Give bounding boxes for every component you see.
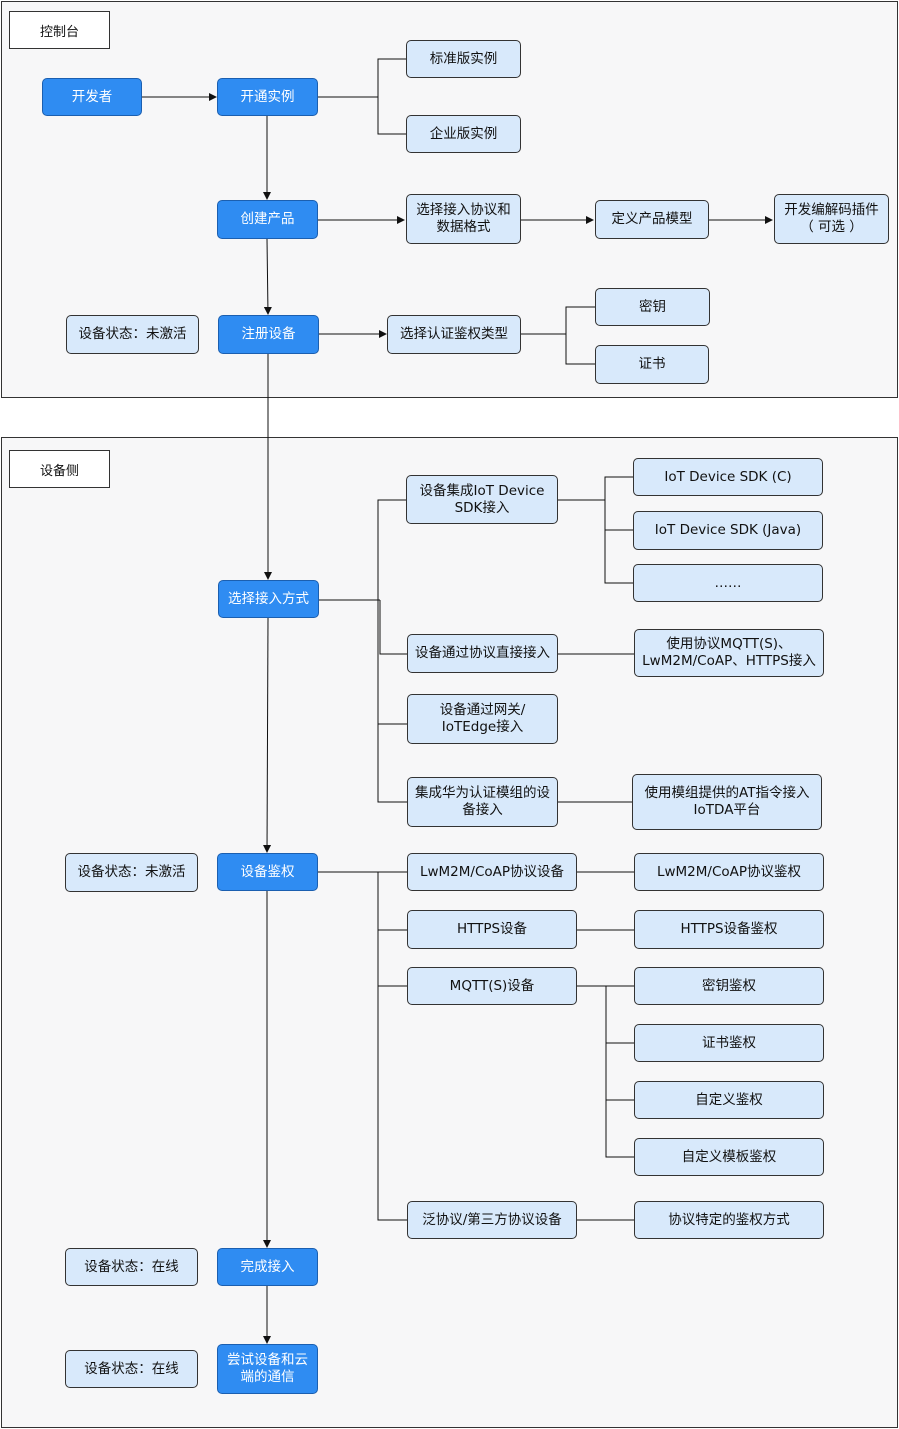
select-protocol-node: 选择接入协议和 数据格式	[406, 194, 521, 244]
create-product-node: 创建产品	[217, 200, 318, 239]
status-online-2: 设备状态：在线	[65, 1350, 198, 1388]
register-device-node: 注册设备	[218, 315, 319, 354]
sdk-java-node: IoT Device SDK (Java)	[633, 511, 823, 550]
sdk-more-node: ……	[633, 564, 823, 602]
module-at-node: 使用模组提供的AT指令接入 IoTDA平台	[632, 774, 822, 830]
sdk-c-node: IoT Device SDK (C)	[633, 458, 823, 496]
mqtt-device-node: MQTT(S)设备	[407, 967, 577, 1005]
template-auth-node: 自定义模板鉴权	[634, 1138, 824, 1176]
standard-instance-node: 标准版实例	[406, 40, 521, 78]
key-auth-node: 密钥鉴权	[634, 967, 824, 1005]
developer-node: 开发者	[42, 78, 142, 116]
cert-auth-node: 证书鉴权	[634, 1024, 824, 1062]
define-model-node: 定义产品模型	[595, 200, 709, 239]
lwm2m-auth-node: LwM2M/CoAP协议鉴权	[634, 853, 824, 891]
select-auth-type-node: 选择认证鉴权类型	[387, 315, 521, 354]
generic-device-node: 泛协议/第三方协议设备	[407, 1201, 577, 1239]
console-section-label: 控制台	[9, 11, 110, 49]
device-auth-node: 设备鉴权	[217, 853, 318, 891]
status-online-1: 设备状态：在线	[65, 1248, 198, 1286]
develop-codec-node: 开发编解码插件 （ 可选 ）	[774, 194, 889, 244]
https-device-node: HTTPS设备	[407, 910, 577, 949]
status-inactive-2: 设备状态：未激活	[65, 853, 198, 892]
open-instance-node: 开通实例	[217, 78, 318, 116]
status-inactive-1: 设备状态：未激活	[66, 315, 199, 354]
lwm2m-device-node: LwM2M/CoAP协议设备	[407, 853, 577, 891]
direct-access-node: 设备通过协议直接接入	[407, 634, 558, 673]
select-access-node: 选择接入方式	[218, 580, 319, 618]
sdk-access-node: 设备集成IoT Device SDK接入	[406, 475, 558, 524]
https-auth-node: HTTPS设备鉴权	[634, 910, 824, 949]
complete-access-node: 完成接入	[217, 1248, 318, 1286]
module-access-node: 集成华为认证模组的设 备接入	[407, 777, 558, 827]
device-section-label: 设备侧	[9, 450, 110, 488]
secret-key-node: 密钥	[595, 288, 710, 326]
certificate-node: 证书	[595, 345, 709, 384]
protocol-auth-node: 协议特定的鉴权方式	[634, 1201, 824, 1239]
direct-protocols-node: 使用协议MQTT(S)、 LwM2M/CoAP、HTTPS接入	[634, 629, 824, 677]
custom-auth-node: 自定义鉴权	[634, 1081, 824, 1119]
try-communication-node: 尝试设备和云 端的通信	[217, 1344, 318, 1394]
gateway-access-node: 设备通过网关/ IoTEdge接入	[407, 694, 558, 744]
enterprise-instance-node: 企业版实例	[406, 115, 521, 153]
